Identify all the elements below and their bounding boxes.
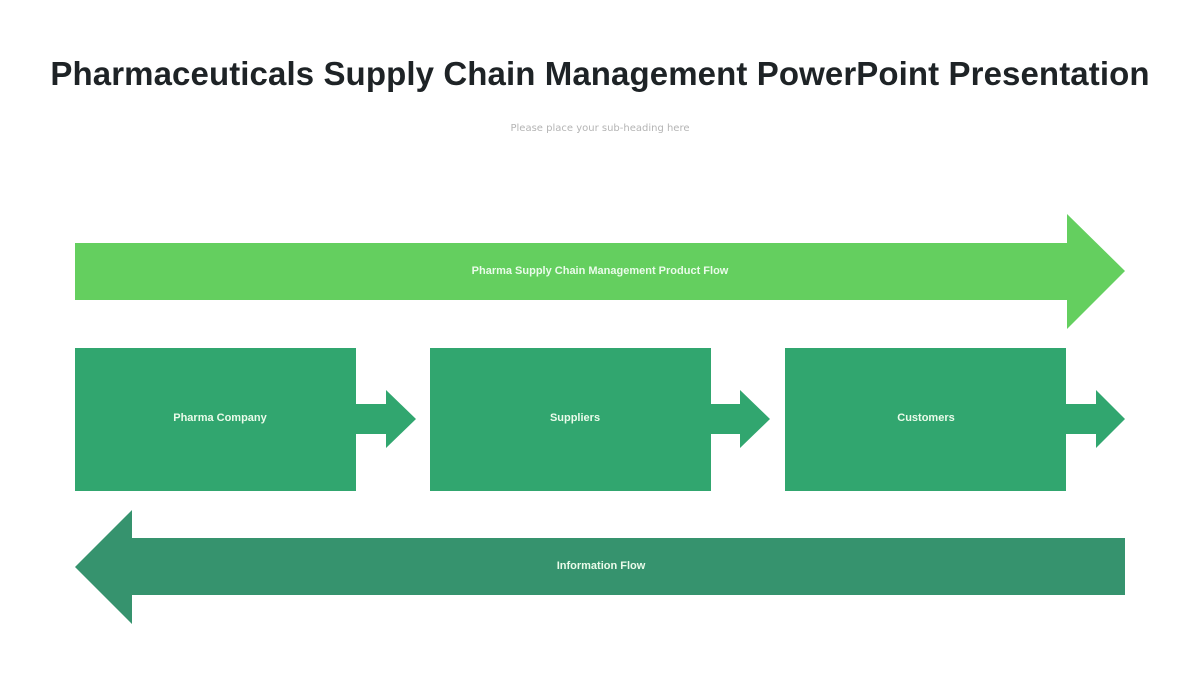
stage-box [75,348,356,491]
stage-customers: Customers [785,348,1125,491]
stage-label: Suppliers [550,412,600,424]
stage-box [785,348,1066,491]
product-flow-label: Pharma Supply Chain Management Product F… [472,265,729,277]
product-flow-arrow: Pharma Supply Chain Management Product F… [75,214,1125,329]
stage-label: Pharma Company [173,412,267,424]
slide-title: Pharmaceuticals Supply Chain Management … [50,55,1150,92]
stage-connector-arrow-icon [1066,390,1125,448]
information-flow-arrow-shape [75,510,1125,624]
stage-pharma-company: Pharma Company [75,348,416,491]
stage-box [430,348,711,491]
stage-label: Customers [897,412,954,424]
stage-suppliers: Suppliers [430,348,770,491]
stage-connector-arrow-icon [711,390,770,448]
information-flow-arrow: Information Flow [75,510,1125,624]
slide-subtitle: Please place your sub-heading here [510,123,690,134]
information-flow-label: Information Flow [557,560,646,572]
stage-connector-arrow-icon [356,390,416,448]
product-flow-arrow-shape [75,214,1125,329]
